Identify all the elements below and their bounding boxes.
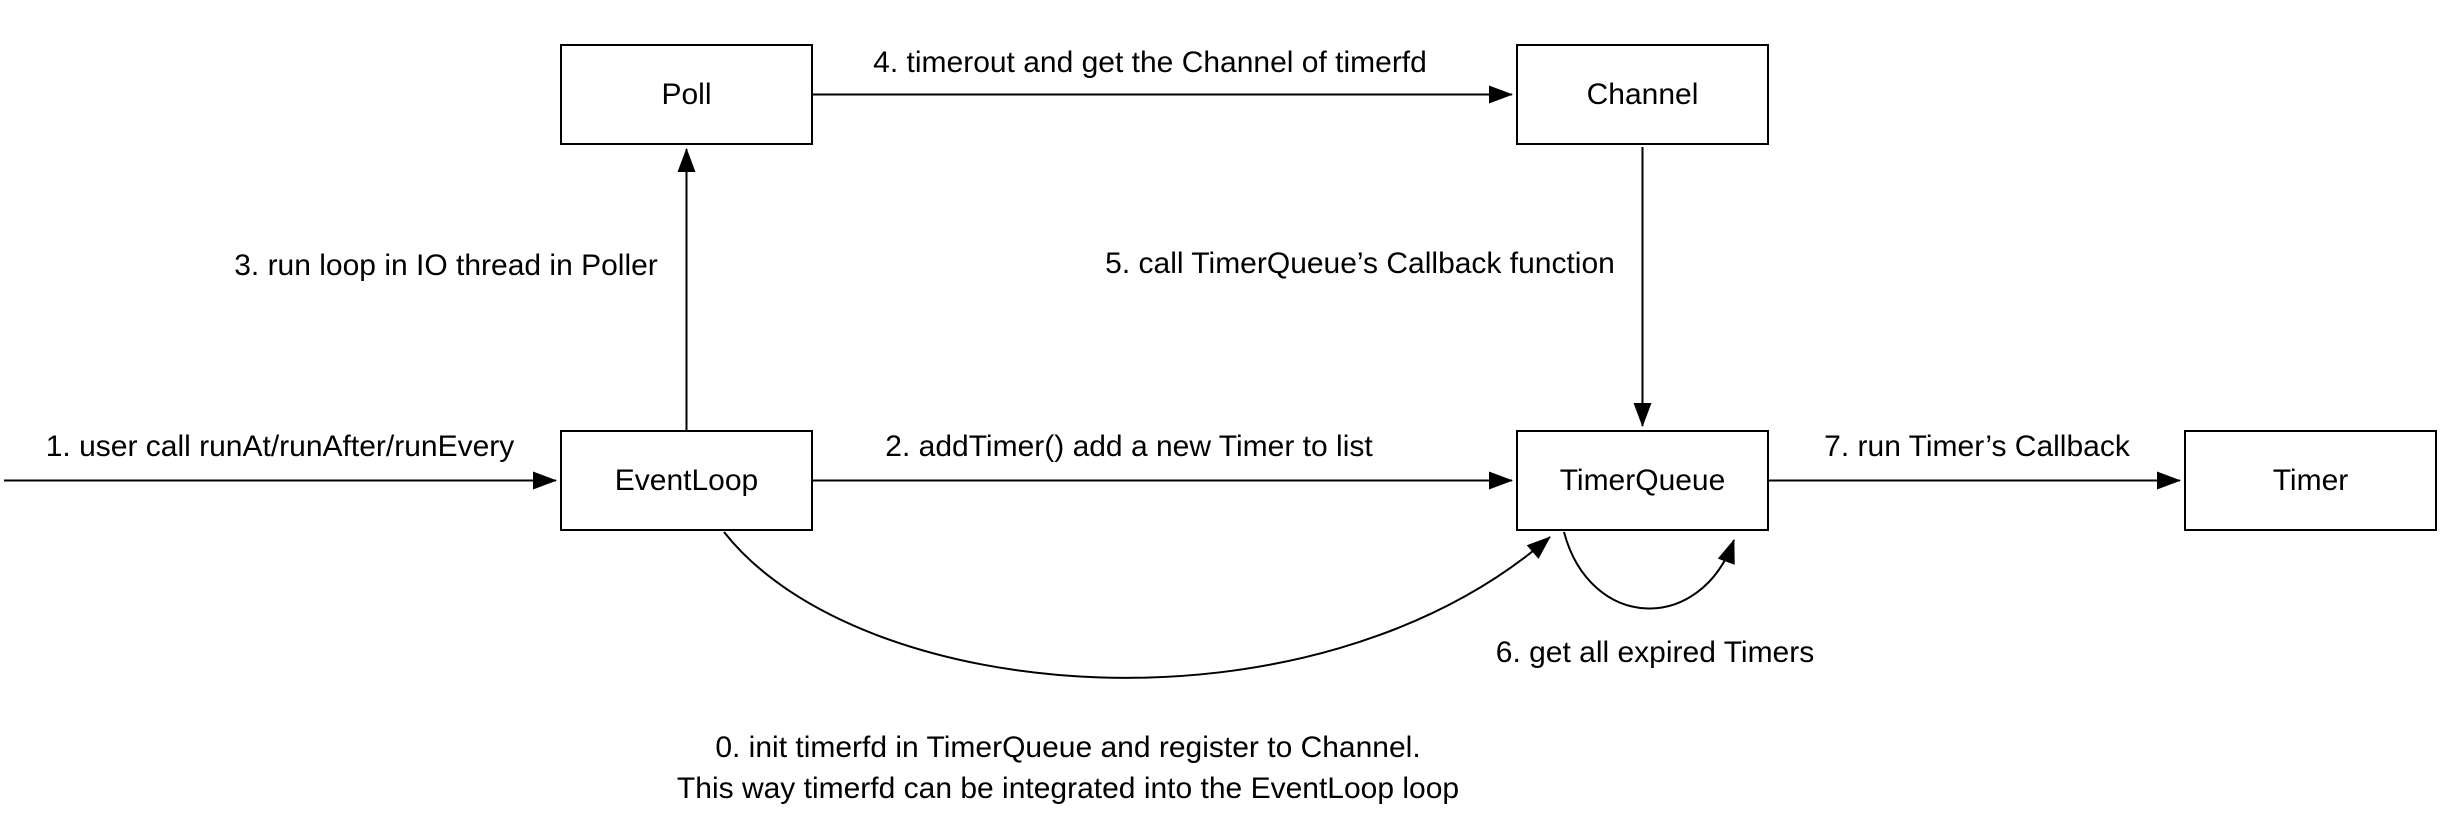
node-channel-label: Channel [1586, 77, 1699, 111]
node-poll-label: Poll [661, 77, 712, 111]
edge-label-5: 5. call TimerQueue’s Callback function [1105, 247, 1615, 280]
node-timerqueue-label: TimerQueue [1559, 463, 1726, 497]
edge-label-6: 6. get all expired Timers [1495, 636, 1815, 669]
edge-label-0: 0. init timerfd in TimerQueue and regist… [677, 727, 1459, 809]
edge-label-0-line2: This way timerfd can be integrated into … [676, 772, 1460, 805]
edge-label-1: 1. user call runAt/runAfter/runEvery [45, 430, 515, 463]
edge-label-4: 4. timerout and get the Channel of timer… [873, 46, 1427, 79]
node-timer: Timer [2184, 430, 2437, 531]
node-eventloop: EventLoop [560, 430, 813, 531]
edge-label-2: 2. addTimer() add a new Timer to list [885, 430, 1373, 463]
edge-6-arrow [1563, 531, 1735, 610]
node-eventloop-label: EventLoop [614, 463, 759, 497]
edge-label-0-line1: 0. init timerfd in TimerQueue and regist… [715, 731, 1421, 764]
edge-0-arrow [723, 531, 1551, 679]
node-channel: Channel [1516, 44, 1769, 145]
edge-label-3: 3. run loop in IO thread in Poller [234, 249, 658, 282]
node-timerqueue: TimerQueue [1516, 430, 1769, 531]
node-poll: Poll [560, 44, 813, 145]
node-timer-label: Timer [2272, 463, 2349, 497]
edge-label-7: 7. run Timer’s Callback [1824, 430, 2130, 463]
